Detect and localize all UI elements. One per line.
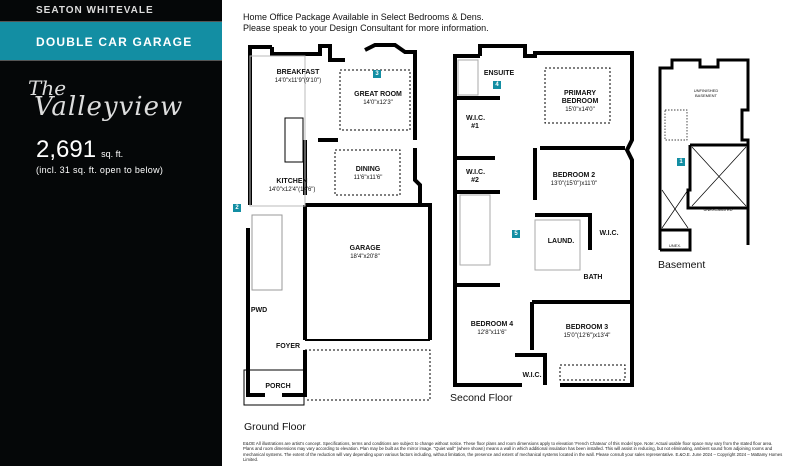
badge-1: 1 [677, 158, 685, 166]
room-wic: W.I.C. [599, 230, 619, 237]
garage-type-banner: DOUBLE CAR GARAGE [0, 21, 222, 61]
badge-2: 2 [233, 204, 241, 212]
room-unexcavated: UNEXCAVATED [703, 207, 733, 212]
community-name: SEATON WHITEVALE [36, 5, 154, 16]
garage-type-label: DOUBLE CAR GARAGE [36, 35, 193, 49]
room-foyer: FOYER [275, 343, 301, 350]
room-unex: UNEX. [668, 243, 682, 248]
basement-details [661, 109, 747, 229]
second-floor-walls [453, 44, 634, 387]
notice-line-1: Home Office Package Available in Select … [243, 12, 484, 22]
second-floor-label: Second Floor [450, 392, 513, 404]
model-name: Valleyview [34, 92, 184, 122]
room-wic-1: W.I.C. #1 [466, 115, 486, 130]
badge-5: 5 [512, 230, 520, 238]
model-info-panel: SEATON WHITEVALE DOUBLE CAR GARAGE The V… [0, 0, 222, 466]
room-unfinished-basement: UNFINISHED BASEMENT [693, 88, 719, 98]
ground-floor-details [243, 55, 431, 406]
room-wic-2: W.I.C. #2 [466, 169, 486, 184]
sqft-value: 2,691 [36, 136, 97, 163]
home-office-notice: Home Office Package Available in Select … [243, 12, 489, 34]
model-name-logo: The Valleyview [22, 78, 183, 120]
basement-label: Basement [658, 259, 706, 271]
badge-3: 3 [373, 70, 381, 78]
room-bath: BATH [583, 274, 603, 281]
room-laundry: LAUND. [547, 238, 575, 245]
notice-line-2: Please speak to your Design Consultant f… [243, 23, 489, 33]
ground-floor-label: Ground Floor [244, 421, 306, 433]
sqft-note: (incl. 31 sq. ft. open to below) [36, 165, 164, 175]
model-name-the: The [28, 76, 67, 100]
second-floor-details [457, 59, 626, 381]
room-ensuite: ENSUITE [483, 70, 515, 77]
room-pwd: PWD [250, 307, 268, 314]
badge-4: 4 [493, 81, 501, 89]
square-footage: 2,691 sq. ft. [36, 136, 123, 164]
sqft-unit: sq. ft. [101, 149, 124, 159]
room-wic-bedroom-3: W.I.C. [522, 372, 542, 379]
legal-disclaimer: E&OE All illustrations are artist's conc… [243, 441, 783, 462]
room-porch: PORCH [265, 383, 291, 390]
